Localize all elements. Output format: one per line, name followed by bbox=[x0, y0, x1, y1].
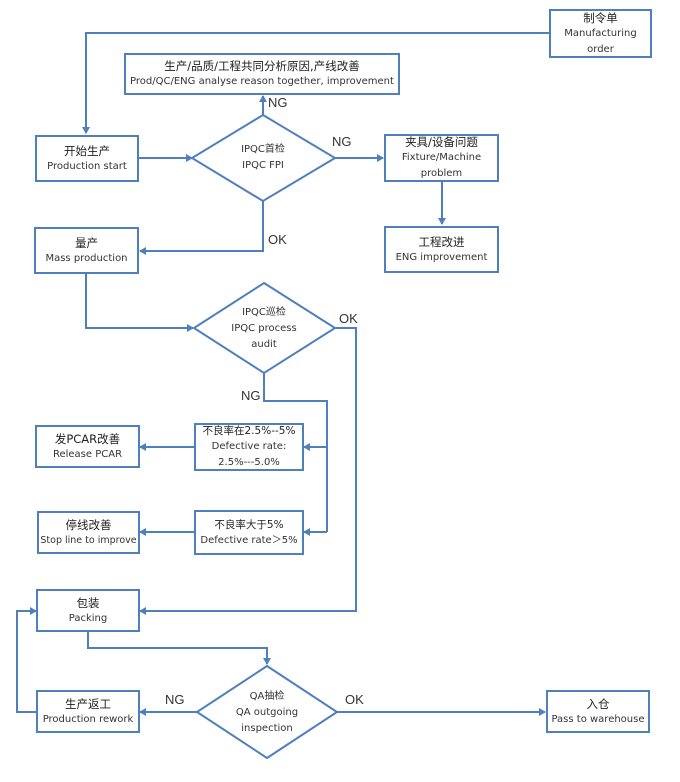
defect-mid-en1: Defective rate: bbox=[211, 441, 287, 452]
node-fixture-problem[interactable]: 夹具/设备问题 Fixture/Machine problem bbox=[384, 134, 499, 182]
label-qa-ok: OK bbox=[345, 692, 364, 707]
mass-production-zh: 量产 bbox=[75, 235, 98, 250]
node-manufacturing-order[interactable]: 制令单 Manufacturing order bbox=[549, 9, 652, 58]
decision-qa-shape bbox=[195, 664, 339, 760]
ipqc-audit-zh: IPQC巡检 bbox=[242, 307, 286, 318]
qa-en1: QA outgoing bbox=[235, 707, 299, 718]
ipqc-audit-en1: IPQC process bbox=[231, 323, 297, 334]
label-fpi-ng-up: NG bbox=[268, 95, 288, 110]
node-defect-rate-high[interactable]: 不良率大于5% Defective rate＞5% bbox=[194, 510, 304, 555]
label-audit-ng: NG bbox=[241, 388, 261, 403]
label-qa-ng: NG bbox=[165, 692, 185, 707]
node-release-pcar[interactable]: 发PCAR改善 Release PCAR bbox=[35, 425, 140, 468]
edge-audit-ng bbox=[263, 373, 328, 532]
qa-en2: inspection bbox=[241, 723, 293, 734]
edge-audit-to-packing bbox=[139, 327, 357, 615]
eng-improvement-zh: 工程改进 bbox=[418, 234, 465, 249]
manufacturing-order-zh: 制令单 bbox=[583, 10, 618, 25]
label-fpi-ok: OK bbox=[268, 232, 287, 247]
decision-ipqc-fpi[interactable]: IPQC首检 IPQC FPI bbox=[213, 138, 313, 178]
decision-ipqc-audit-shape bbox=[192, 281, 337, 375]
qa-zh: QA抽检 bbox=[249, 691, 285, 702]
manufacturing-order-en1: Manufacturing bbox=[564, 27, 637, 39]
stop-line-zh: 停线改善 bbox=[65, 517, 112, 532]
decision-ipqc-fpi-shape bbox=[190, 113, 337, 203]
defect-mid-en2: 2.5%---5.0% bbox=[218, 457, 280, 468]
edge-fpi-to-mass bbox=[139, 201, 264, 255]
production-start-zh: 开始生产 bbox=[64, 143, 110, 158]
edge-packing-to-qa bbox=[87, 632, 271, 665]
release-pcar-en: Release PCAR bbox=[52, 448, 123, 460]
warehouse-zh: 入仓 bbox=[586, 696, 610, 711]
node-packing[interactable]: 包装 Packing bbox=[36, 589, 140, 632]
analyse-en: Prod/QC/ENG analyse reason together, imp… bbox=[130, 76, 394, 87]
node-mass-production[interactable]: 量产 Mass production bbox=[34, 227, 139, 274]
rework-zh: 生产返工 bbox=[65, 696, 111, 711]
defect-mid-zh: 不良率在2.5%--5% bbox=[202, 425, 296, 437]
node-production-start[interactable]: 开始生产 Production start bbox=[35, 135, 139, 182]
label-audit-ok: OK bbox=[339, 311, 358, 326]
defect-high-zh: 不良率大于5% bbox=[214, 518, 284, 531]
node-eng-improvement[interactable]: 工程改进 ENG improvement bbox=[384, 226, 499, 273]
release-pcar-zh: 发PCAR改善 bbox=[54, 431, 121, 446]
decision-qa-inspection[interactable]: QA抽检 QA outgoing inspection bbox=[217, 688, 317, 738]
edge-mass-to-audit bbox=[85, 274, 194, 332]
fixture-zh: 夹具/设备问题 bbox=[405, 135, 478, 149]
fixture-en2: problem bbox=[420, 168, 463, 179]
label-fpi-ng-right: NG bbox=[332, 134, 352, 149]
packing-zh: 包装 bbox=[76, 595, 100, 610]
eng-improvement-en: ENG improvement bbox=[395, 251, 488, 263]
packing-en: Packing bbox=[68, 612, 108, 624]
node-stop-line[interactable]: 停线改善 Stop line to improve bbox=[37, 511, 140, 554]
node-production-rework[interactable]: 生产返工 Production rework bbox=[36, 690, 140, 733]
ipqc-fpi-zh: IPQC首检 bbox=[241, 144, 285, 155]
ipqc-fpi-en: IPQC FPI bbox=[242, 160, 284, 171]
ipqc-audit-en2: audit bbox=[251, 339, 277, 350]
decision-ipqc-audit[interactable]: IPQC巡检 IPQC process audit bbox=[214, 304, 314, 354]
node-analyse[interactable]: 生产/品质/工程共同分析原因,产线改善 Prod/QC/ENG analyse … bbox=[124, 53, 400, 95]
stop-line-en: Stop line to improve bbox=[40, 534, 137, 546]
node-warehouse[interactable]: 入仓 Pass to warehouse bbox=[546, 690, 650, 733]
production-start-en: Production start bbox=[47, 160, 127, 172]
rework-en: Production rework bbox=[42, 713, 134, 725]
warehouse-en: Pass to warehouse bbox=[551, 713, 645, 725]
edge-order-to-start bbox=[82, 32, 549, 134]
fixture-en1: Fixture/Machine bbox=[401, 152, 482, 163]
manufacturing-order-en2: order bbox=[587, 43, 614, 55]
defect-high-en: Defective rate＞5% bbox=[200, 534, 298, 546]
node-defect-rate-mid[interactable]: 不良率在2.5%--5% Defective rate: 2.5%---5.0% bbox=[194, 423, 304, 471]
mass-production-en: Mass production bbox=[45, 252, 128, 264]
edge-rework-to-packing bbox=[16, 607, 37, 713]
analyse-zh: 生产/品质/工程共同分析原因,产线改善 bbox=[164, 59, 360, 73]
